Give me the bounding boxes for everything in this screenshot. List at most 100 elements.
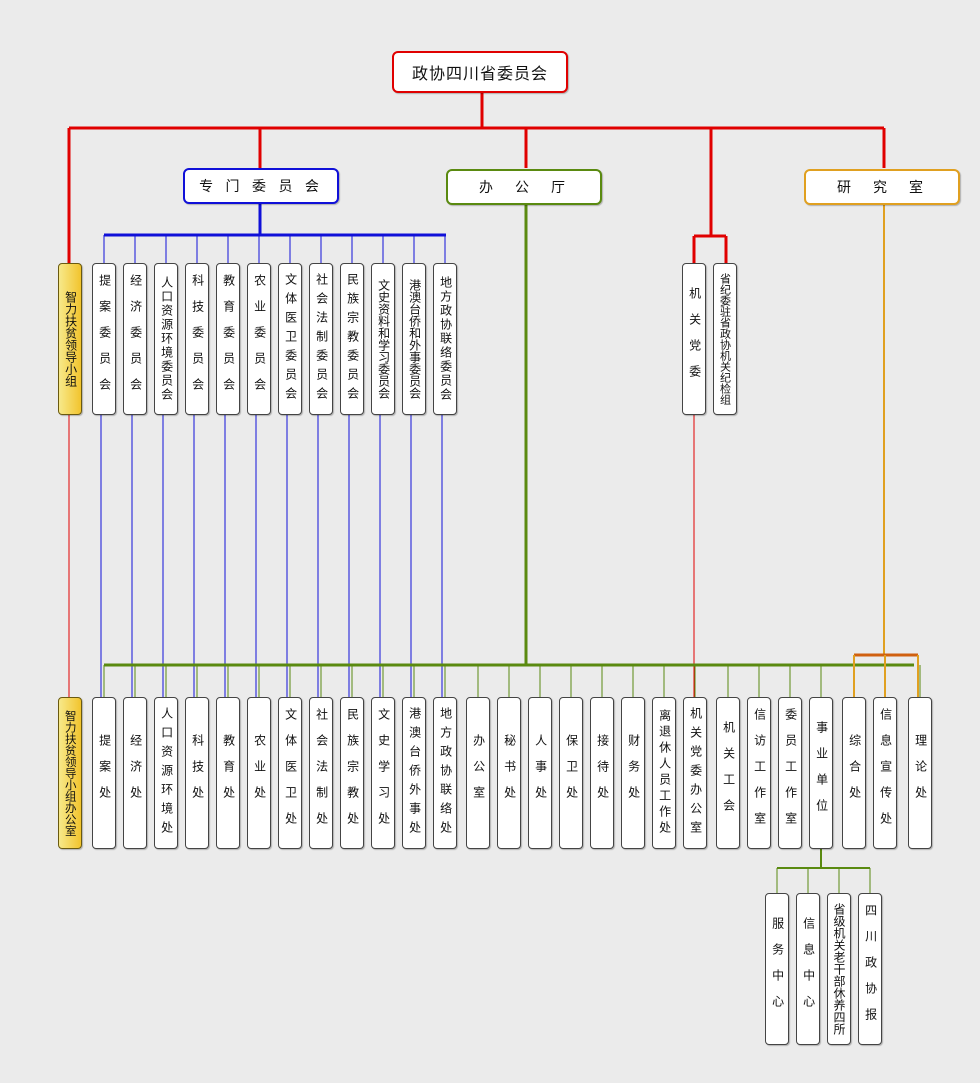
committee-node: 科技委员会	[185, 263, 209, 415]
committee-node: 提案委员会	[92, 263, 116, 415]
department-node-label: 机关工会	[721, 721, 736, 825]
committee-node-label: 民族宗教委员会	[345, 272, 360, 406]
committee-node: 经济委员会	[123, 263, 147, 415]
department-node: 委员工作室	[778, 697, 802, 849]
department-node-label: 科技处	[190, 734, 205, 812]
committee-node: 民族宗教委员会	[340, 263, 364, 415]
research-header: 研 究 室	[804, 169, 960, 205]
committee-node: 地方政协联络委员会	[433, 263, 457, 415]
department-node: 民族宗教处	[340, 697, 364, 849]
department-node-label: 机关党委办公室	[688, 706, 703, 840]
department-node-label: 社会法制处	[314, 708, 329, 838]
committee-node-label: 文史资料和学习委员会	[376, 279, 391, 399]
department-node: 科技处	[185, 697, 209, 849]
department-node-label: 办公室	[471, 734, 486, 812]
poverty-office-label: 智力扶贫领导小组办公室	[63, 709, 78, 837]
unit-node-label: 省级机关老干部休养四所	[832, 903, 846, 1035]
committees-header: 专 门 委 员 会	[183, 168, 339, 204]
department-node: 社会法制处	[309, 697, 333, 849]
root-node: 政协四川省委员会	[392, 51, 568, 93]
department-node-label: 财务处	[626, 734, 641, 812]
department-node: 接待处	[590, 697, 614, 849]
department-node-label: 经济处	[128, 734, 143, 812]
department-node: 教育处	[216, 697, 240, 849]
committee-node-label: 地方政协联络委员会	[438, 276, 453, 402]
office-header: 办 公 厅	[446, 169, 602, 205]
department-node: 农业处	[247, 697, 271, 849]
department-node-label: 信息宣传处	[878, 708, 893, 838]
committee-node-label: 文体医卫委员会	[283, 272, 298, 406]
party-committee-label: 机关党委	[687, 287, 702, 391]
poverty-office-node: 智力扶贫领导小组办公室	[58, 697, 82, 849]
department-node: 港澳台侨外事处	[402, 697, 426, 849]
department-node-label: 事业单位	[814, 721, 829, 825]
unit-node-label: 信息中心	[801, 917, 816, 1021]
unit-node-label: 服务中心	[770, 917, 785, 1021]
department-node: 机关工会	[716, 697, 740, 849]
department-node-label: 民族宗教处	[345, 708, 360, 838]
department-node-label: 教育处	[221, 734, 236, 812]
department-node: 提案处	[92, 697, 116, 849]
department-node-label: 港澳台侨外事处	[407, 706, 422, 840]
department-node: 财务处	[621, 697, 645, 849]
committee-node: 农业委员会	[247, 263, 271, 415]
unit-node: 服务中心	[765, 893, 789, 1045]
department-node-label: 农业处	[252, 734, 267, 812]
department-node-label: 接待处	[595, 734, 610, 812]
party-committee-node: 机关党委	[682, 263, 706, 415]
committee-node-label: 农业委员会	[252, 274, 267, 404]
department-node-label: 提案处	[97, 734, 112, 812]
department-node: 离退休人员工作处	[652, 697, 676, 849]
department-node-label: 人口资源环境处	[159, 706, 174, 840]
committee-node: 港澳台侨和外事委员会	[402, 263, 426, 415]
committee-node: 教育委员会	[216, 263, 240, 415]
committee-node-label: 提案委员会	[97, 274, 112, 404]
department-node-label: 信访工作室	[752, 708, 767, 838]
department-node-label: 文史学习处	[376, 708, 391, 838]
committee-node: 社会法制委员会	[309, 263, 333, 415]
research-header-label: 研 究 室	[837, 180, 927, 196]
department-node: 文史学习处	[371, 697, 395, 849]
department-node: 信访工作室	[747, 697, 771, 849]
unit-node-label: 四川政协报	[863, 904, 878, 1034]
department-node: 机关党委办公室	[683, 697, 707, 849]
department-node: 理论处	[908, 697, 932, 849]
committee-node-label: 人口资源环境委员会	[159, 276, 174, 402]
department-node: 人口资源环境处	[154, 697, 178, 849]
department-node-label: 文体医卫处	[283, 708, 298, 838]
department-node: 办公室	[466, 697, 490, 849]
department-node-label: 地方政协联络处	[438, 706, 453, 840]
department-node: 事业单位	[809, 697, 833, 849]
poverty-group-node: 智力扶贫领导小组	[58, 263, 82, 415]
unit-node: 信息中心	[796, 893, 820, 1045]
root-label: 政协四川省委员会	[411, 64, 548, 83]
committees-header-label: 专 门 委 员 会	[199, 179, 323, 195]
committee-node: 文体医卫委员会	[278, 263, 302, 415]
office-header-label: 办 公 厅	[479, 180, 569, 196]
discipline-group-node: 省纪委驻省政协机关纪检组	[713, 263, 737, 415]
discipline-group-label: 省纪委驻省政协机关纪检组	[718, 273, 732, 405]
department-node: 人事处	[528, 697, 552, 849]
unit-node: 四川政协报	[858, 893, 882, 1045]
committee-node-label: 科技委员会	[190, 274, 205, 404]
department-node-label: 离退休人员工作处	[657, 709, 672, 837]
unit-node: 省级机关老干部休养四所	[827, 893, 851, 1045]
committee-node: 人口资源环境委员会	[154, 263, 178, 415]
department-node-label: 理论处	[913, 734, 928, 812]
department-node: 地方政协联络处	[433, 697, 457, 849]
department-node: 保卫处	[559, 697, 583, 849]
department-node: 综合处	[842, 697, 866, 849]
committee-node-label: 港澳台侨和外事委员会	[407, 279, 422, 399]
department-node-label: 人事处	[533, 734, 548, 812]
poverty-group-label: 智力扶贫领导小组	[63, 291, 78, 387]
department-node: 信息宣传处	[873, 697, 897, 849]
department-node: 经济处	[123, 697, 147, 849]
department-node: 文体医卫处	[278, 697, 302, 849]
committee-node: 文史资料和学习委员会	[371, 263, 395, 415]
department-node-label: 委员工作室	[783, 708, 798, 838]
department-node: 秘书处	[497, 697, 521, 849]
department-node-label: 综合处	[847, 734, 862, 812]
committee-node-label: 社会法制委员会	[314, 272, 329, 406]
department-node-label: 秘书处	[502, 734, 517, 812]
